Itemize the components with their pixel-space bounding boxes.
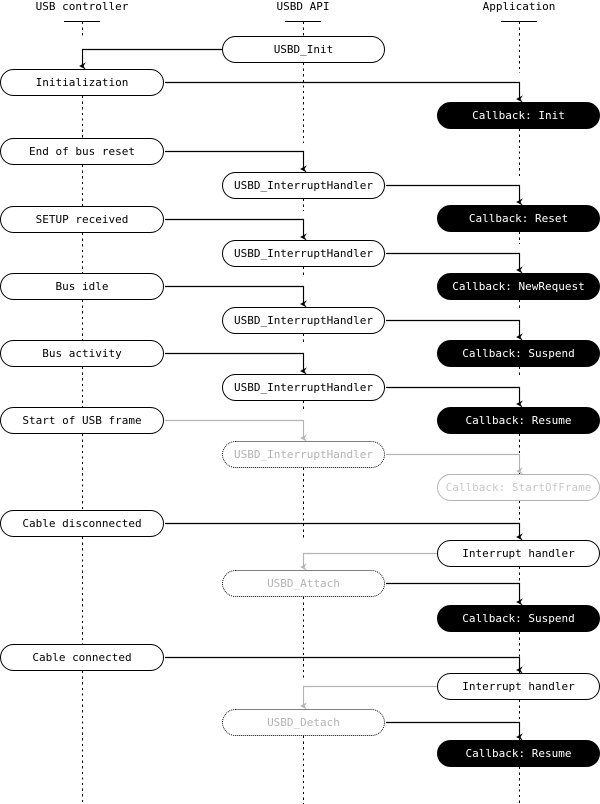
node-callback-startofframe[interactable]: Callback: StartOfFrame <box>437 474 600 501</box>
node-usbd-interrupthandler-4[interactable]: USBD_InterruptHandler <box>222 374 385 401</box>
msg-busactivity-to-irq4 <box>165 352 307 375</box>
msg-usbdattach-to-callback-suspend <box>386 582 523 606</box>
node-usbd-interrupthandler-3[interactable]: USBD_InterruptHandler <box>222 307 385 334</box>
msg-interrupt-handler-to-usbddetach <box>300 685 437 710</box>
msg-endreset-to-irq1 <box>165 150 307 173</box>
msg-initialization-to-callback-init <box>165 81 523 103</box>
node-interrupt-handler-1[interactable]: Interrupt handler <box>437 540 600 567</box>
node-usbd-interrupthandler-5[interactable]: USBD_InterruptHandler <box>222 441 385 468</box>
lifeline-tick-application <box>501 21 537 22</box>
node-callback-reset[interactable]: Callback: Reset <box>437 205 600 232</box>
node-callback-init[interactable]: Callback: Init <box>437 102 600 129</box>
lifeline-tick-usbd-api <box>285 21 321 22</box>
node-setup-received[interactable]: SETUP received <box>0 206 164 233</box>
msg-cableconnected-to-interrupt-handler <box>165 656 523 674</box>
node-callback-suspend-1[interactable]: Callback: Suspend <box>437 340 600 367</box>
msg-irq2-to-callback-newrequest <box>386 252 523 274</box>
node-bus-activity[interactable]: Bus activity <box>0 340 164 367</box>
msg-irq3-to-callback-suspend <box>386 319 523 341</box>
column-header-usb-controller: USB controller <box>35 0 129 13</box>
msg-interrupt-handler-to-usbdattach <box>300 552 437 571</box>
msg-startofframe-to-irq5 <box>165 419 307 442</box>
msg-irq5-to-callback-startofframe <box>386 453 523 475</box>
node-start-of-usb-frame[interactable]: Start of USB frame <box>0 407 164 434</box>
node-cable-connected[interactable]: Cable connected <box>0 644 164 671</box>
column-header-usbd-api: USBD API <box>276 0 330 13</box>
msg-usbddetach-to-callback-resume <box>386 721 523 741</box>
node-interrupt-handler-2[interactable]: Interrupt handler <box>437 673 600 700</box>
lifeline-tick-usb-controller <box>64 21 100 22</box>
node-initialization[interactable]: Initialization <box>0 69 164 96</box>
msg-usbd-init-to-initialization <box>79 48 222 70</box>
node-bus-idle[interactable]: Bus idle <box>0 273 164 300</box>
column-header-application: Application <box>482 0 556 13</box>
node-usbd-attach[interactable]: USBD_Attach <box>222 570 385 597</box>
node-callback-resume-1[interactable]: Callback: Resume <box>437 407 600 434</box>
msg-setup-to-irq2 <box>165 218 307 241</box>
msg-cabledisconnected-to-interrupt-handler <box>165 522 523 541</box>
node-cable-disconnected[interactable]: Cable disconnected <box>0 510 164 537</box>
msg-busidle-to-irq3 <box>165 285 307 308</box>
node-usbd-interrupthandler-2[interactable]: USBD_InterruptHandler <box>222 240 385 267</box>
node-callback-resume-2[interactable]: Callback: Resume <box>437 740 600 767</box>
node-callback-newrequest[interactable]: Callback: NewRequest <box>437 273 600 300</box>
node-usbd-init[interactable]: USBD_Init <box>222 36 385 63</box>
node-usbd-interrupthandler-1[interactable]: USBD_InterruptHandler <box>222 172 385 199</box>
node-end-of-bus-reset[interactable]: End of bus reset <box>0 138 164 165</box>
node-usbd-detach[interactable]: USBD_Detach <box>222 709 385 736</box>
msg-irq4-to-callback-resume <box>386 386 523 408</box>
node-callback-suspend-2[interactable]: Callback: Suspend <box>437 605 600 632</box>
msg-irq1-to-callback-reset <box>386 184 523 206</box>
